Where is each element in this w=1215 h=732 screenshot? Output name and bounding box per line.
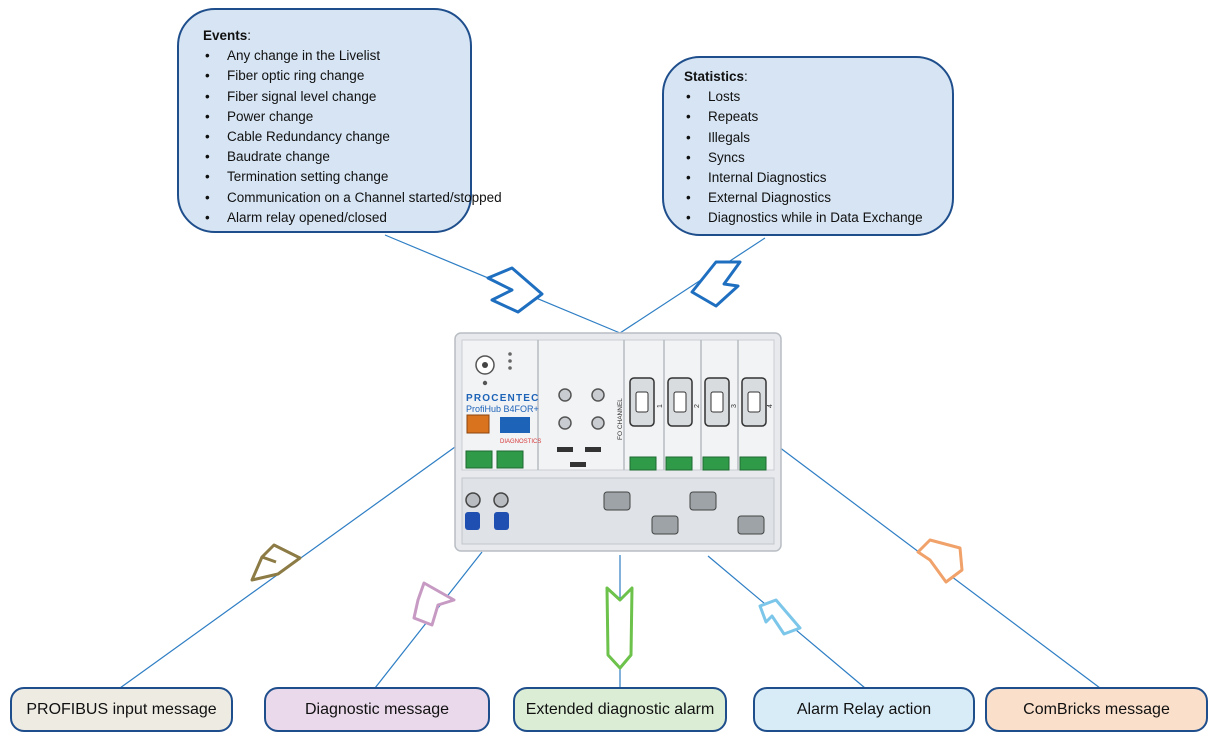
power-connector-2	[496, 450, 524, 469]
output-label: Alarm Relay action	[796, 700, 932, 718]
channel-number: 2	[694, 404, 701, 408]
list-item: Diagnostics while in Data Exchange	[684, 208, 940, 228]
list-item: Repeats	[684, 107, 940, 127]
cable-clamp	[603, 491, 631, 511]
fiber-port-icon	[591, 388, 605, 402]
device-brand: PROCENTEC	[466, 393, 540, 404]
alarm-relay-action-box: Alarm Relay action	[753, 687, 975, 732]
output-label: PROFIBUS input message	[26, 700, 217, 718]
list-item: Termination setting change	[203, 167, 456, 187]
events-heading: Events	[203, 28, 248, 43]
statistics-arrow-icon	[690, 260, 742, 308]
channel-module-1: 1	[629, 377, 664, 471]
statistics-heading: Statistics	[684, 69, 745, 84]
channel-number: 3	[731, 404, 738, 408]
extended-arrow-icon	[605, 586, 634, 670]
events-callout: Events: Any change in the Livelist Fiber…	[177, 8, 502, 233]
profihub-device: PROCENTEC ProfiHub B4FOR+ DIAGNOSTICS FO…	[454, 332, 782, 552]
combricks-arrow-icon	[916, 538, 964, 584]
diagnostic-message-box: Diagnostic message	[264, 687, 490, 732]
channel-module-4: 4	[739, 377, 774, 471]
cable-clamp	[689, 491, 717, 511]
output-label: Extended diagnostic alarm	[525, 700, 715, 718]
output-label: Diagnostic message	[304, 700, 450, 718]
fuse-icon	[465, 512, 480, 530]
combricks-message-box: ComBricks message	[985, 687, 1208, 732]
profibus-input-message-box: PROFIBUS input message	[10, 687, 233, 732]
cable-clamp	[737, 515, 765, 535]
list-item: Internal Diagnostics	[684, 168, 940, 188]
list-item: Cable Redundancy change	[203, 127, 456, 147]
list-item: Any change in the Livelist	[203, 46, 456, 66]
statistics-connector-line	[619, 237, 766, 334]
list-item: Baudrate change	[203, 147, 456, 167]
diagnostic-arrow-icon	[412, 581, 456, 627]
list-item: Fiber signal level change	[203, 87, 456, 107]
events-list: Any change in the Livelist Fiber optic r…	[203, 46, 502, 228]
statistics-callout: Statistics: Losts Repeats Illegals Syncs…	[662, 56, 954, 236]
extended-diagnostic-alarm-box: Extended diagnostic alarm	[513, 687, 727, 732]
statistics-heading-colon: :	[744, 69, 748, 84]
fuse-icon	[494, 512, 509, 530]
fo-channel-label: FO CHANNEL	[617, 398, 624, 440]
profibus-logo	[500, 417, 530, 433]
relay-arrow-icon	[758, 598, 802, 636]
list-item: Losts	[684, 87, 940, 107]
list-item: Illegals	[684, 128, 940, 148]
list-item: Power change	[203, 107, 456, 127]
device-model: ProfiHub B4FOR+	[466, 404, 539, 414]
list-item: External Diagnostics	[684, 188, 940, 208]
list-item: Communication on a Channel started/stopp…	[203, 188, 502, 208]
device-badge: DIAGNOSTICS	[500, 439, 541, 445]
channel-number: 1	[657, 404, 664, 408]
fiber-port-icon	[558, 388, 572, 402]
list-item: Syncs	[684, 148, 940, 168]
channel-module-3: 3	[702, 377, 738, 471]
cable-clamp	[651, 515, 679, 535]
fiber-port-icon	[558, 416, 572, 430]
channel-number: 4	[767, 404, 774, 408]
power-connector-1	[465, 450, 493, 469]
list-item: Fiber optic ring change	[203, 66, 456, 86]
output-label: ComBricks message	[1023, 700, 1170, 718]
profibus-arrow-icon	[250, 543, 302, 582]
events-heading-colon: :	[247, 28, 252, 43]
fiber-port-icon	[591, 416, 605, 430]
statistics-list: Losts Repeats Illegals Syncs Internal Di…	[684, 87, 940, 229]
events-arrow-icon	[486, 266, 544, 314]
list-item: Alarm relay opened/closed	[203, 208, 456, 228]
channel-module-2: 2	[665, 377, 701, 471]
alarm-connector	[466, 414, 490, 434]
